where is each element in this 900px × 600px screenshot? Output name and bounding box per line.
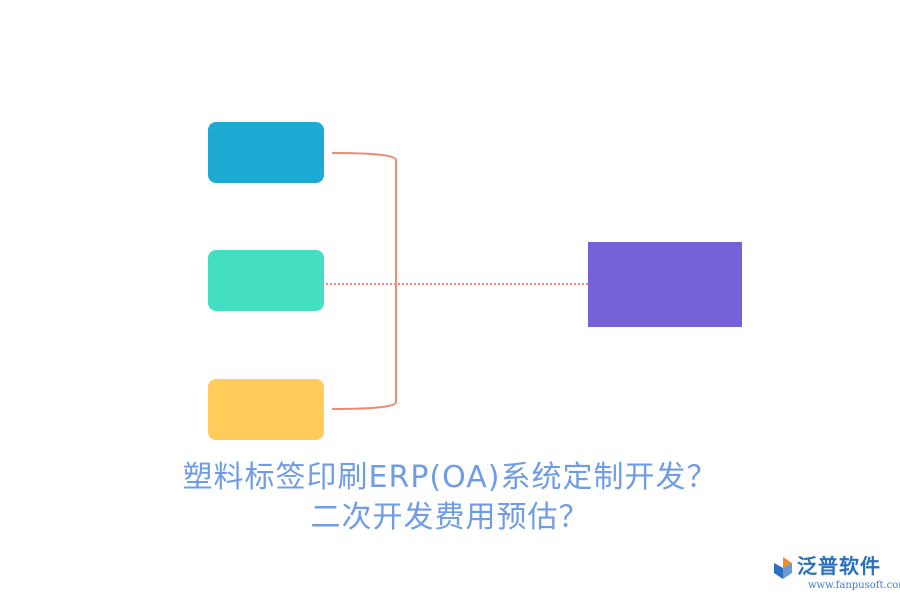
- logo-url: www.fanpusoft.com: [808, 580, 900, 591]
- brand-logo: 泛普软件 www.fanpusoft.com: [770, 553, 900, 593]
- title-line-1: 塑料标签印刷ERP(OA)系统定制开发？: [182, 460, 718, 495]
- title-line-2: 二次开发费用预估？: [310, 500, 590, 535]
- logo-mark-icon: [774, 557, 792, 579]
- diagram-title: 塑料标签印刷ERP(OA)系统定制开发？ 二次开发费用预估？: [0, 458, 900, 538]
- source-box-bottom: [208, 379, 324, 440]
- bracket-connector: [331, 152, 397, 410]
- logo-name: 泛普软件: [797, 554, 881, 578]
- target-box: [588, 242, 742, 327]
- source-box-top: [208, 122, 324, 183]
- source-box-middle: [208, 250, 324, 311]
